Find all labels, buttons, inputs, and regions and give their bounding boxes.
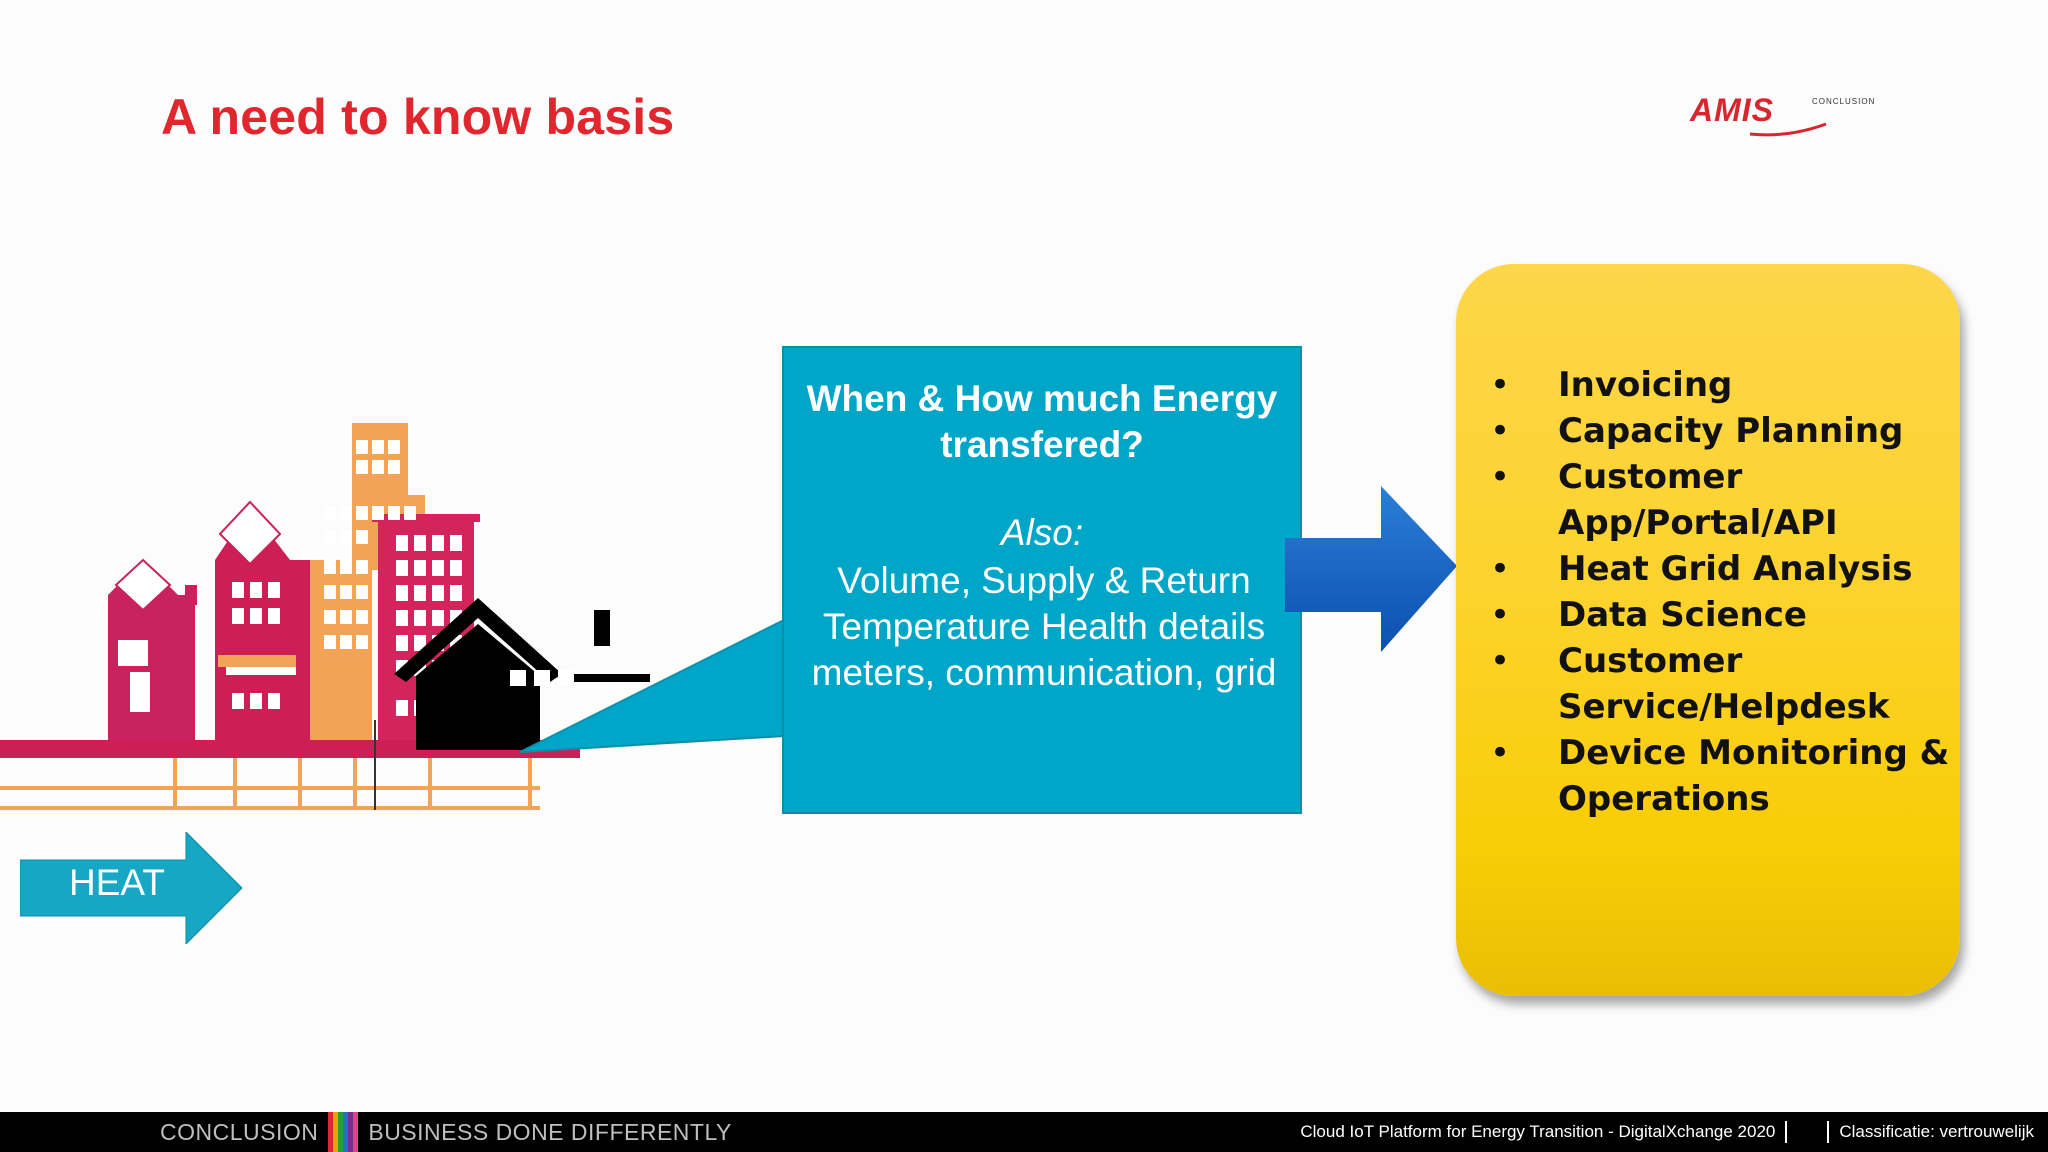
footer-brand-area: CONCLUSION BUSINESS DONE DIFFERENTLY <box>160 1112 732 1152</box>
logo-subtitle: CONCLUSION <box>1812 97 1876 106</box>
footer-divider <box>1827 1121 1830 1143</box>
window-pattern <box>118 440 462 716</box>
uses-list: Invoicing Capacity Planning Customer App… <box>1490 362 1998 822</box>
list-item: Capacity Planning <box>1490 408 1998 454</box>
left-house-icon <box>108 560 197 750</box>
house-icon <box>394 598 650 750</box>
list-item: Device Monitoring & Operations <box>1490 730 1998 822</box>
color-stripes-icon <box>328 1112 359 1152</box>
diamond-lattice-icon <box>114 500 282 612</box>
slide-title: A need to know basis <box>161 89 675 145</box>
crimson-house-icon <box>215 508 310 750</box>
heat-arrow-icon <box>20 832 243 944</box>
callout-tail <box>519 618 785 753</box>
list-item: Customer Service/Helpdesk <box>1490 638 1998 730</box>
footer-classification: Classificatie: vertrouwelijk <box>1839 1122 2034 1141</box>
callout-details: Volume, Supply & Return Temperature Heal… <box>811 560 1277 693</box>
footer-bar: CONCLUSION BUSINESS DONE DIFFERENTLY Clo… <box>0 1112 2048 1152</box>
footer-brand: CONCLUSION <box>160 1118 319 1145</box>
footer-tagline: BUSINESS DONE DIFFERENTLY <box>368 1118 732 1145</box>
callout-also-label: Also: <box>1000 512 1084 553</box>
footer-event: Cloud IoT Platform for Energy Transition… <box>1300 1122 1776 1141</box>
heat-label: HEAT <box>69 862 165 903</box>
list-item: Data Science <box>1490 592 1998 638</box>
amis-logo: AMIS CONCLUSION <box>1690 92 1890 144</box>
footer-meta: Cloud IoT Platform for Energy Transition… <box>1300 1121 2034 1143</box>
heat-pipes <box>0 758 540 810</box>
list-item: Heat Grid Analysis <box>1490 546 1998 592</box>
info-callout: When & How much Energy transfered? Also:… <box>782 346 1302 814</box>
logo-wordmark: AMIS <box>1690 92 1774 128</box>
callout-question: When & How much Energy transfered? <box>806 378 1278 465</box>
right-arrow-icon <box>1285 486 1457 652</box>
logo-swoosh-icon <box>1749 122 1827 137</box>
list-item: Invoicing <box>1490 362 1998 408</box>
footer-divider <box>1785 1121 1788 1143</box>
city-illustration <box>0 423 650 810</box>
list-item: Customer App/Portal/API <box>1490 454 1998 546</box>
